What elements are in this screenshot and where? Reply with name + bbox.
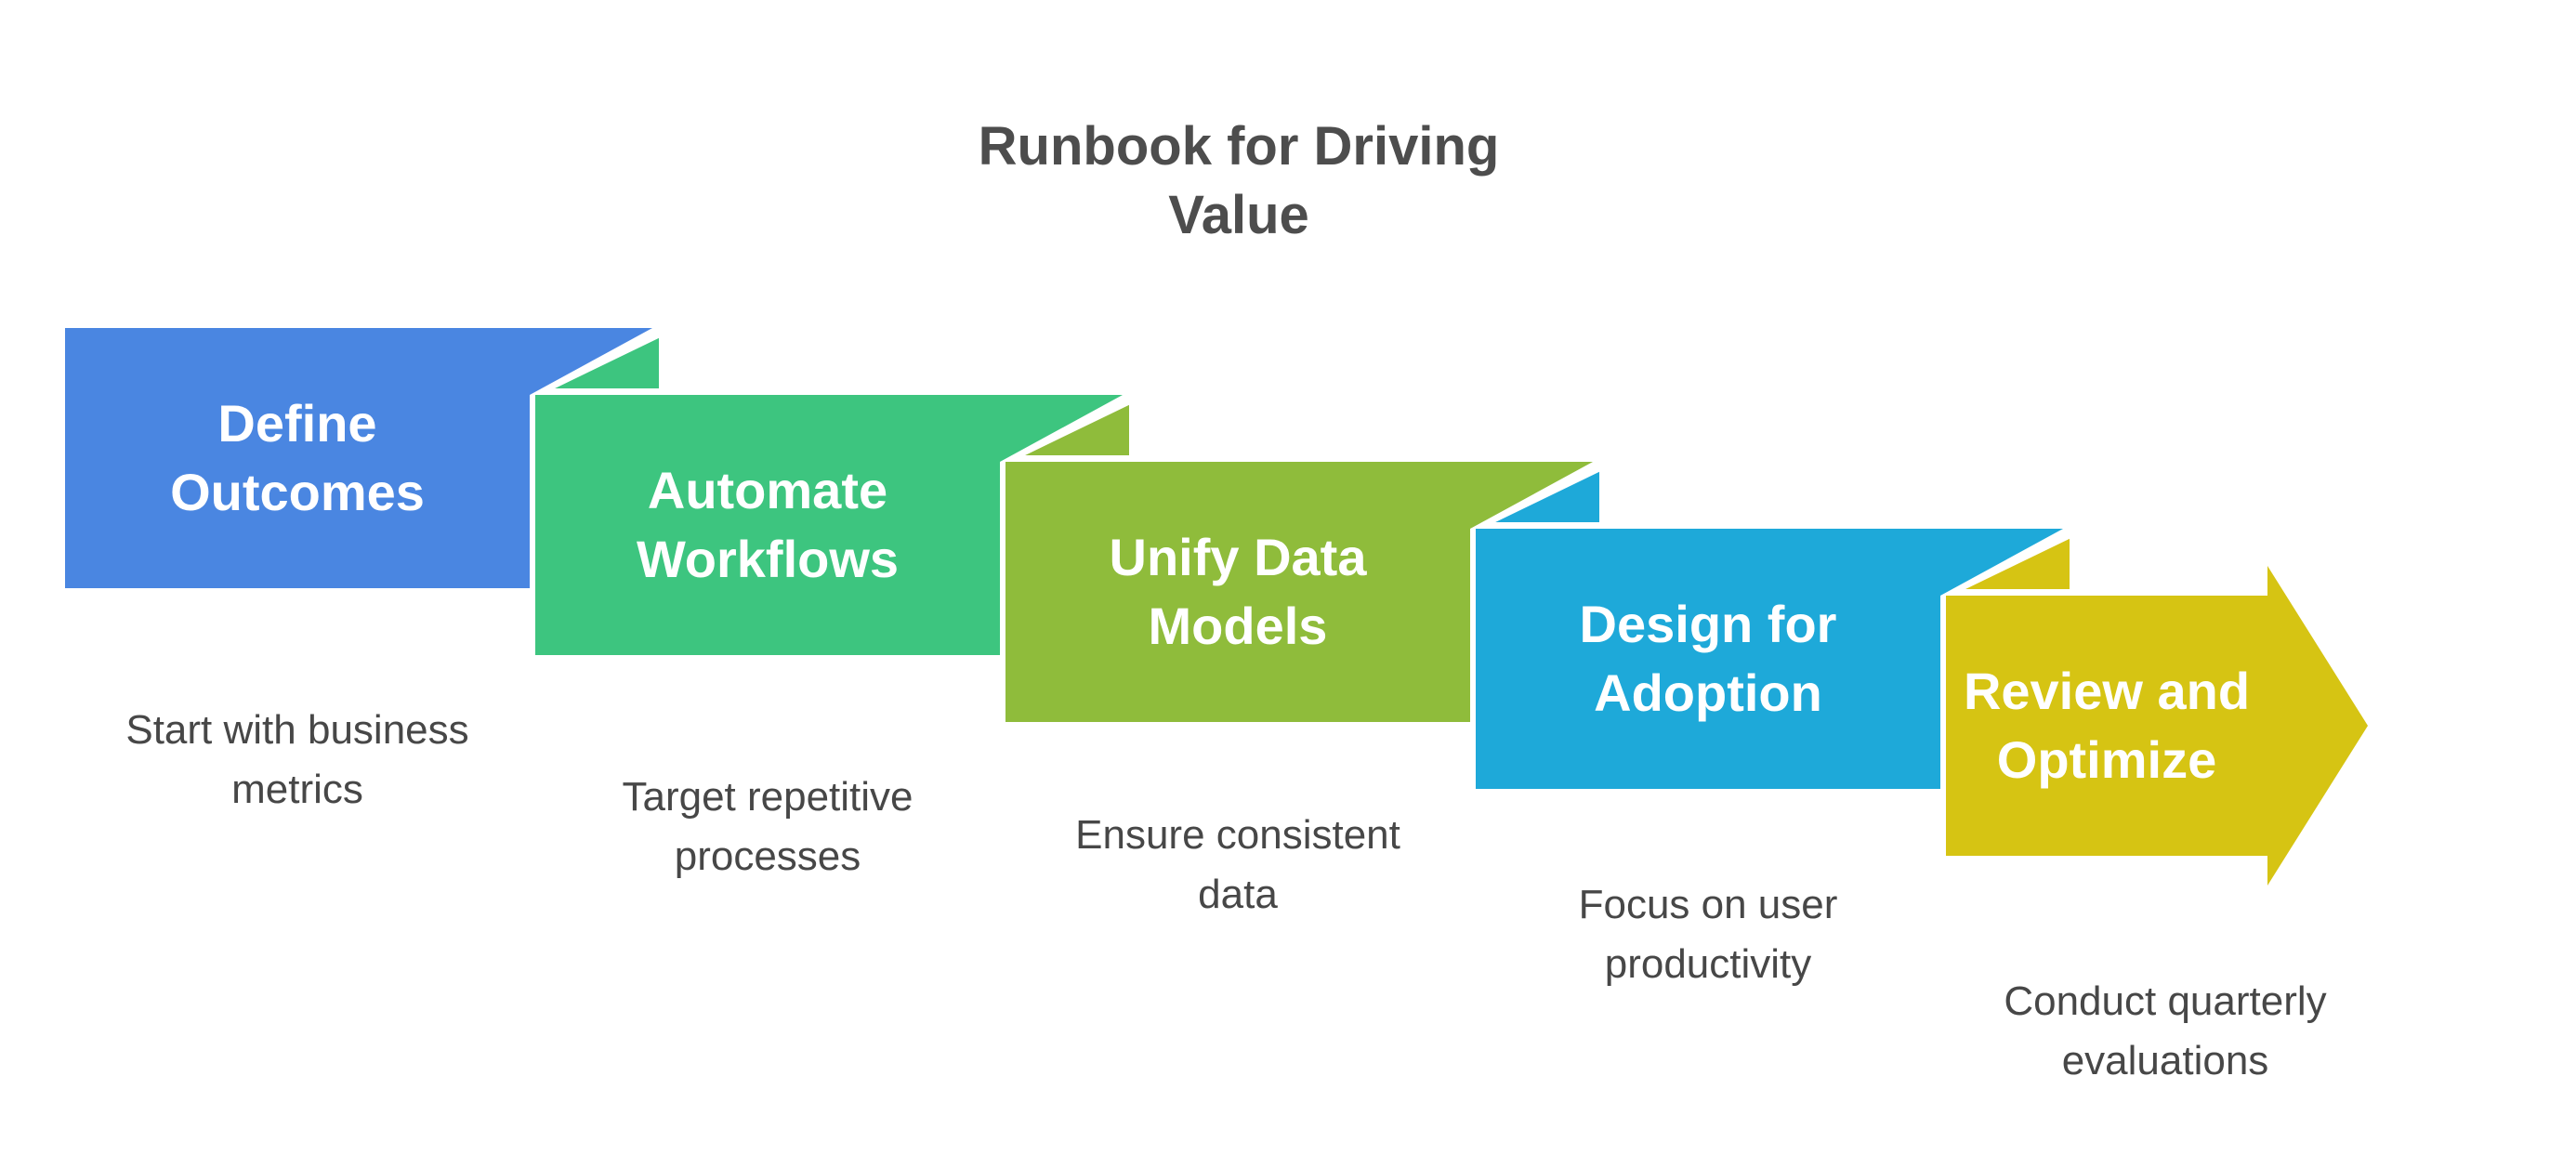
fold-triangle-design-for-adoption xyxy=(1480,465,1605,528)
step-shape-automate-workflows xyxy=(535,395,1123,655)
step-caption-review-and-optimize: Conduct quarterly evaluations xyxy=(2004,978,2327,1083)
step-shape-review-and-optimize-arrow xyxy=(1946,566,2368,886)
fold-triangle-automate-workflows xyxy=(540,331,664,394)
step-shape-design-for-adoption xyxy=(1476,529,2063,789)
step-caption-automate-workflows: Target repetitive processes xyxy=(622,774,913,879)
step-label-automate-workflows: Automate Workflows xyxy=(636,461,900,588)
step-label-review-and-optimize: Review and Optimize xyxy=(1963,662,2251,789)
step-caption-unify-data-models: Ensure consistent data xyxy=(1075,812,1400,917)
step-label-design-for-adoption: Design for Adoption xyxy=(1579,595,1837,722)
step-caption-define-outcomes: Start with business metrics xyxy=(125,707,469,812)
fold-triangle-review-and-optimize xyxy=(1951,532,2075,595)
page-title: Runbook for Driving Value xyxy=(978,116,1500,245)
fold-triangle-unify-data-models xyxy=(1010,398,1135,461)
step-shape-define-outcomes xyxy=(65,328,652,588)
step-shape-unify-data-models xyxy=(1005,462,1593,722)
step-label-unify-data-models: Unify Data Models xyxy=(1109,528,1367,655)
step-label-define-outcomes: Define Outcomes xyxy=(170,394,425,521)
step-caption-design-for-adoption: Focus on user productivity xyxy=(1578,882,1838,987)
